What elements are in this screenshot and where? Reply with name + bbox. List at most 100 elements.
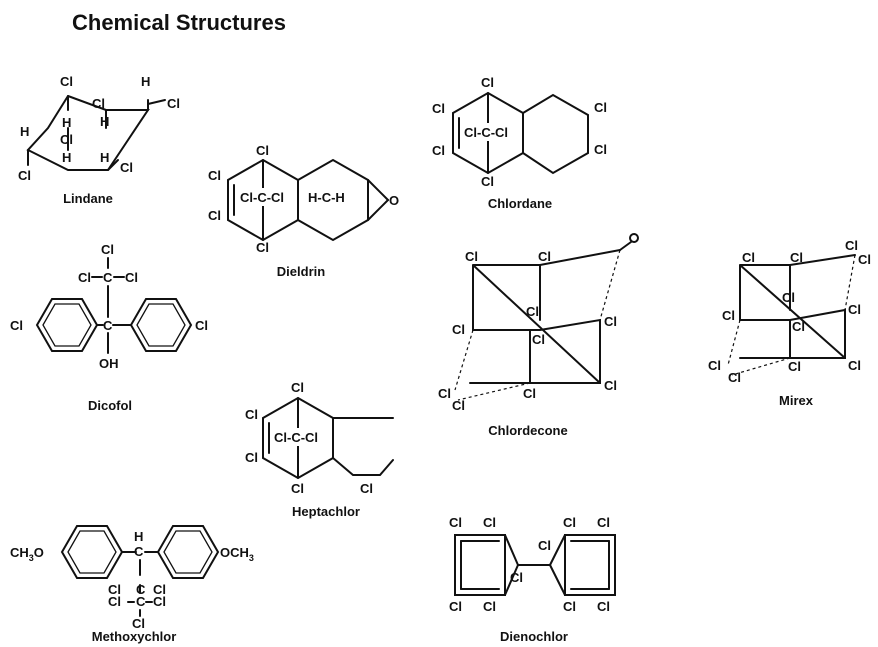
atom-cl: Cl (782, 290, 795, 305)
atom-ccl: Cl-C-Cl (240, 190, 284, 205)
atom-cl: Cl (538, 249, 551, 264)
methoxychlor-structure: H C Cl C Cl Cl C Cl Cl CH3O OCH3 Methoxy… (10, 525, 254, 644)
atom-cl: Cl (848, 302, 861, 317)
dienochlor-structure: Cl Cl Cl Cl Cl Cl Cl Cl Cl Cl Dienochlor (449, 515, 616, 644)
atom-cl: Cl (449, 515, 462, 530)
atom-cl: Cl (291, 481, 304, 496)
dicofol-label: Dicofol (88, 398, 132, 413)
dicofol-structure: Cl Cl C Cl C OH Cl Cl Dicofol (10, 242, 208, 413)
atom-cl: Cl (526, 304, 539, 319)
atom-cl: Cl (848, 358, 861, 373)
dieldrin-structure: Cl-C-Cl H-C-H O Cl Cl Cl Cl Dieldrin (208, 143, 399, 279)
atom-cl: Cl (465, 249, 478, 264)
atom-h: H (100, 150, 109, 165)
atom-cl: Cl (78, 270, 91, 285)
atom-ccl: Cl-C-Cl (464, 125, 508, 140)
atom-cl: Cl (449, 599, 462, 614)
mirex-label: Mirex (779, 393, 814, 408)
dieldrin-label: Dieldrin (277, 264, 325, 279)
atom-h: H (100, 114, 109, 129)
atom-cl: Cl (483, 599, 496, 614)
chlordecone-structure: Cl Cl Cl Cl Cl Cl Cl Cl Cl Cl Chlordecon… (438, 233, 639, 438)
atom-h: H (134, 529, 143, 544)
atom-hch: H-C-H (308, 190, 345, 205)
atom-cl: Cl (728, 370, 741, 385)
dienochlor-label: Dienochlor (500, 629, 568, 644)
chlordecone-label: Chlordecone (488, 423, 567, 438)
atom-cl: Cl (167, 96, 180, 111)
atom-cl: Cl (60, 74, 73, 89)
atom-cl: Cl (256, 240, 269, 255)
atom-cl: Cl (523, 386, 536, 401)
atom-cl: Cl (845, 238, 858, 253)
lindane-label: Lindane (63, 191, 113, 206)
chlordane-label: Chlordane (488, 196, 552, 211)
atom-cl: Cl (722, 308, 735, 323)
atom-cl: Cl (481, 174, 494, 189)
atom-cl: Cl (10, 318, 23, 333)
atom-cl: Cl (125, 270, 138, 285)
atom-cl: Cl (195, 318, 208, 333)
page-title: Chemical Structures (72, 10, 286, 35)
atom-cl: Cl (108, 594, 121, 609)
atom-cl: Cl (208, 208, 221, 223)
atom-cl: Cl (291, 380, 304, 395)
atom-cl: Cl (563, 599, 576, 614)
atom-cl: Cl (432, 101, 445, 116)
atom-cl: Cl (483, 515, 496, 530)
chlordane-structure: Cl-C-Cl Cl Cl Cl Cl Cl Cl Chlordane (432, 75, 607, 211)
atom-cl: Cl (792, 319, 805, 334)
atom-cl: Cl (452, 398, 465, 413)
atom-cl: Cl (245, 450, 258, 465)
atom-cl: Cl (18, 168, 31, 183)
atom-cl: Cl (532, 332, 545, 347)
atom-c: C (134, 544, 144, 559)
atom-cl: Cl (245, 407, 258, 422)
atom-cl: Cl (452, 322, 465, 337)
atom-c: C (136, 582, 146, 597)
atom-cl: Cl (790, 250, 803, 265)
atom-c: C (103, 318, 113, 333)
atom-cl: Cl (481, 75, 494, 90)
atom-cl: Cl (510, 570, 523, 585)
atom-ccl: Cl-C-Cl (274, 430, 318, 445)
atom-cl: Cl (108, 582, 121, 597)
lindane-structure: Cl Cl H Cl H H Cl H H H Cl Cl Lindane (18, 74, 180, 206)
mirex-structure: Cl Cl Cl Cl Cl Cl Cl Cl Cl Cl Cl Cl Mire… (708, 238, 871, 408)
atom-cl: Cl (101, 242, 114, 257)
atom-cl: Cl (438, 386, 451, 401)
atom-c: C (103, 270, 113, 285)
atom-cl: Cl (132, 616, 145, 631)
atom-cl: Cl (432, 143, 445, 158)
och3-group: OCH3 (220, 545, 254, 563)
atom-cl: Cl (594, 142, 607, 157)
atom-cl: Cl (153, 594, 166, 609)
atom-oh: OH (99, 356, 119, 371)
methoxychlor-label: Methoxychlor (92, 629, 177, 644)
atom-h: H (62, 150, 71, 165)
atom-cl: Cl (604, 378, 617, 393)
atom-h: H (20, 124, 29, 139)
atom-o: O (389, 193, 399, 208)
atom-cl: Cl (597, 599, 610, 614)
atom-cl: Cl (788, 359, 801, 374)
atom-cl: Cl (92, 96, 105, 111)
atom-cl: Cl (594, 100, 607, 115)
atom-cl: Cl (742, 250, 755, 265)
atom-cl: Cl (708, 358, 721, 373)
atom-cl: Cl (60, 132, 73, 147)
atom-cl: Cl (597, 515, 610, 530)
heptachlor-structure: Cl-C-Cl Cl Cl Cl Cl Cl Heptachlor (245, 380, 394, 519)
atom-c: C (136, 594, 146, 609)
heptachlor-label: Heptachlor (292, 504, 360, 519)
atom-cl: Cl (563, 515, 576, 530)
atom-cl: Cl (120, 160, 133, 175)
atom-cl: Cl (153, 582, 166, 597)
atom-h: H (141, 74, 150, 89)
atom-cl: Cl (604, 314, 617, 329)
ch3o-group: CH3O (10, 545, 44, 563)
atom-cl: Cl (360, 481, 373, 496)
atom-h: H (62, 115, 71, 130)
atom-cl: Cl (208, 168, 221, 183)
